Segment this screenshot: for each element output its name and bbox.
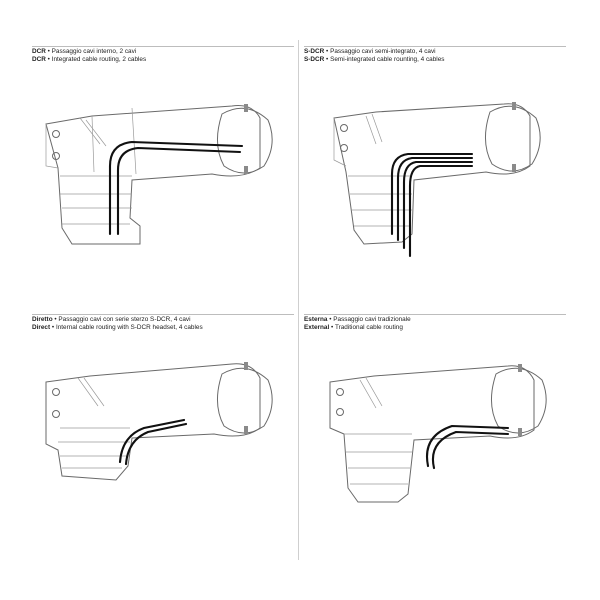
cable <box>118 418 186 464</box>
caption-it: Passaggio cavi con serie sterzo S-DCR, 4… <box>58 316 191 323</box>
panel-dcr: DCR • Passaggio cavi interno, 2 cavi DCR… <box>32 46 294 308</box>
model-name: Direct <box>32 324 51 331</box>
panel-rule <box>32 46 294 47</box>
cable <box>116 146 242 236</box>
model-name: Diretto <box>32 316 53 323</box>
caption-it: Passaggio cavi interno, 2 cavi <box>51 48 137 55</box>
cable <box>108 140 244 236</box>
vertical-divider <box>298 40 299 560</box>
caption-it: Passaggio cavi semi-integrato, 4 cavi <box>330 48 436 55</box>
stem-drawing <box>329 364 547 503</box>
stem-outline <box>333 103 531 245</box>
panel-rule <box>304 46 566 47</box>
stem-outline <box>45 363 261 481</box>
caption-en: Integrated cable routing, 2 cables <box>51 56 147 63</box>
panel-rule <box>304 314 566 315</box>
cable <box>390 152 474 236</box>
panel-caption: S-DCR • Passaggio cavi semi-integrato, 4… <box>304 48 445 63</box>
faceplate-clamp <box>217 367 273 434</box>
caption-it: Passaggio cavi tradizionale <box>333 316 411 323</box>
panel-external: Esterna • Passaggio cavi tradizionale Ex… <box>304 314 566 576</box>
caption-en: Traditional cable routing <box>334 324 403 331</box>
cable <box>402 160 474 250</box>
panel-direct: Diretto • Passaggio cavi con serie sterz… <box>32 314 294 576</box>
panel-caption: Esterna • Passaggio cavi tradizionale Ex… <box>304 316 411 331</box>
cable <box>426 424 510 468</box>
faceplate-clamp <box>217 107 273 174</box>
faceplate-clamp <box>491 367 547 434</box>
cable <box>124 422 188 466</box>
caption-en: Semi-integrated cable rounting, 4 cables <box>330 56 445 63</box>
model-name: S-DCR <box>304 48 325 55</box>
stem-drawing <box>45 104 273 245</box>
stem-outline <box>45 105 261 245</box>
caption-en: Internal cable routing with S-DCR headse… <box>55 324 203 331</box>
cable <box>396 156 474 242</box>
panel-s-dcr: S-DCR • Passaggio cavi semi-integrato, 4… <box>304 46 566 308</box>
stem-drawing <box>333 102 541 258</box>
model-name: External <box>304 324 330 331</box>
model-name: S-DCR <box>304 56 325 63</box>
cable <box>408 164 474 258</box>
stem-drawing <box>45 362 273 481</box>
cable <box>431 430 510 470</box>
panel-caption: DCR • Passaggio cavi interno, 2 cavi DCR… <box>32 48 147 63</box>
stem-outline <box>329 365 535 503</box>
model-name: DCR <box>32 48 46 55</box>
panel-rule <box>32 314 294 315</box>
panel-caption: Diretto • Passaggio cavi con serie sterz… <box>32 316 203 331</box>
model-name: DCR <box>32 56 46 63</box>
faceplate-clamp <box>485 105 541 172</box>
model-name: Esterna <box>304 316 328 323</box>
